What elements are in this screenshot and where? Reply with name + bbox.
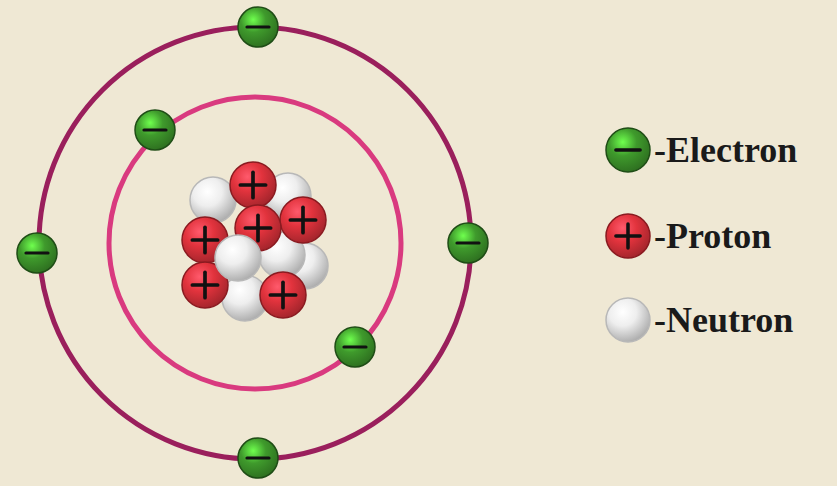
electron-ball <box>238 7 278 47</box>
inner-orbit <box>109 97 401 389</box>
electron-ball <box>606 128 650 172</box>
proton-ball <box>230 162 276 208</box>
electron-ball <box>238 438 278 478</box>
proton-ball <box>280 197 326 243</box>
electron-ball <box>135 110 175 150</box>
legend-label: -Electron <box>654 132 797 168</box>
legend-label: -Proton <box>654 218 771 254</box>
electron-ball <box>335 327 375 367</box>
electron-ball <box>17 233 57 273</box>
neutron-ball <box>190 177 236 223</box>
electron-ball <box>448 223 488 263</box>
legend-swatch <box>606 298 650 342</box>
legend-swatch <box>606 214 650 258</box>
outer-orbit <box>39 27 471 459</box>
neutron-ball <box>215 235 261 281</box>
neutron-ball <box>606 298 650 342</box>
legend-label: -Neutron <box>654 302 793 338</box>
proton-ball <box>260 272 306 318</box>
legend-swatch <box>606 128 650 172</box>
proton-ball <box>606 214 650 258</box>
